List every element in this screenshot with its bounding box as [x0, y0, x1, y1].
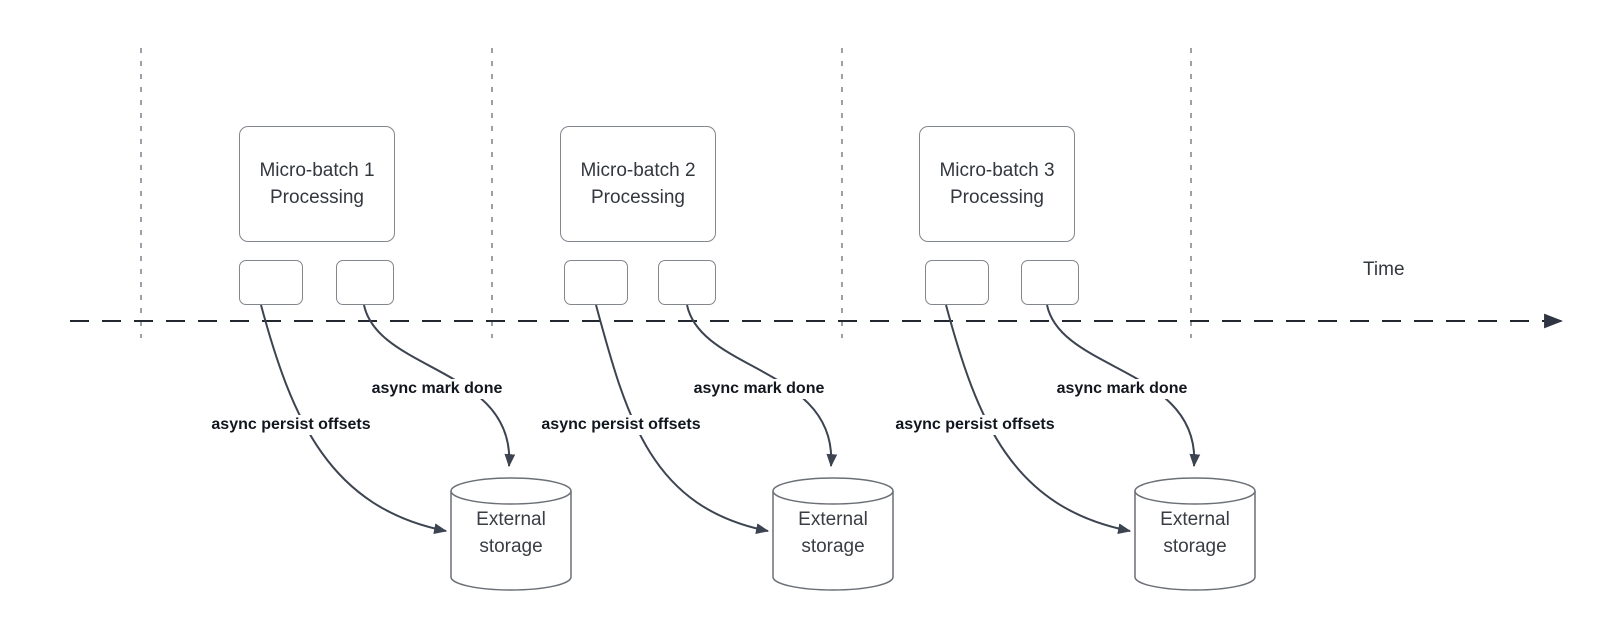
- external-storage-label-2-line2: storage: [801, 536, 865, 557]
- external-storage-cylinder-2: [772, 477, 894, 591]
- micro-batch-box-2-line2: Processing: [591, 187, 685, 208]
- mark-done-arrow-3: [1046, 304, 1201, 468]
- external-storage-label-2: External storage: [773, 506, 893, 560]
- cylinder-top-ellipse: [772, 477, 894, 505]
- task-box-right-3: [1021, 260, 1079, 305]
- external-storage-label-1-line1: External: [476, 509, 546, 530]
- micro-batch-box-1-line2: Processing: [270, 187, 364, 208]
- cylinder-body: [772, 491, 894, 591]
- micro-batch-box-3-line1: Micro-batch 3: [939, 160, 1055, 181]
- mark-done-label-1: async mark done: [368, 379, 506, 399]
- micro-batch-box-1: Micro-batch 1 Processing: [239, 126, 395, 242]
- mark-done-arrow-1: [363, 304, 516, 468]
- persist-offsets-arrow-2: [595, 304, 770, 534]
- task-box-right-1: [336, 260, 394, 305]
- persist-offsets-label-1: async persist offsets: [208, 415, 374, 435]
- external-storage-label-1: External storage: [451, 506, 571, 560]
- task-box-left-2: [564, 260, 628, 305]
- mark-done-label-2: async mark done: [690, 379, 828, 399]
- cylinder-body: [450, 491, 572, 591]
- micro-batch-box-3-line2: Processing: [950, 187, 1044, 208]
- external-storage-label-3-line1: External: [1160, 509, 1230, 530]
- persist-offsets-arrow-3: [945, 304, 1132, 535]
- persist-offsets-label-2: async persist offsets: [538, 415, 704, 435]
- mark-done-label-3: async mark done: [1053, 379, 1191, 399]
- cylinder-body: [1134, 491, 1256, 591]
- mark-done-arrow-2: [686, 304, 838, 468]
- task-box-left-3: [925, 260, 989, 305]
- external-storage-label-2-line1: External: [798, 509, 868, 530]
- micro-batch-box-2: Micro-batch 2 Processing: [560, 126, 716, 242]
- time-axis-label: Time: [1363, 259, 1405, 280]
- external-storage-cylinder-1: [450, 477, 572, 591]
- micro-batch-box-3: Micro-batch 3 Processing: [919, 126, 1075, 242]
- task-box-left-1: [239, 260, 303, 305]
- cylinder-top-ellipse: [450, 477, 572, 505]
- micro-batch-box-1-line1: Micro-batch 1: [259, 160, 375, 181]
- persist-offsets-arrow-1: [260, 304, 448, 534]
- external-storage-label-3: External storage: [1135, 506, 1255, 560]
- external-storage-cylinder-3: [1134, 477, 1256, 591]
- external-storage-label-1-line2: storage: [479, 536, 543, 557]
- persist-offsets-label-3: async persist offsets: [892, 415, 1058, 435]
- cylinder-top-ellipse: [1134, 477, 1256, 505]
- external-storage-label-3-line2: storage: [1163, 536, 1227, 557]
- task-box-right-2: [658, 260, 716, 305]
- micro-batch-box-2-line1: Micro-batch 2: [580, 160, 696, 181]
